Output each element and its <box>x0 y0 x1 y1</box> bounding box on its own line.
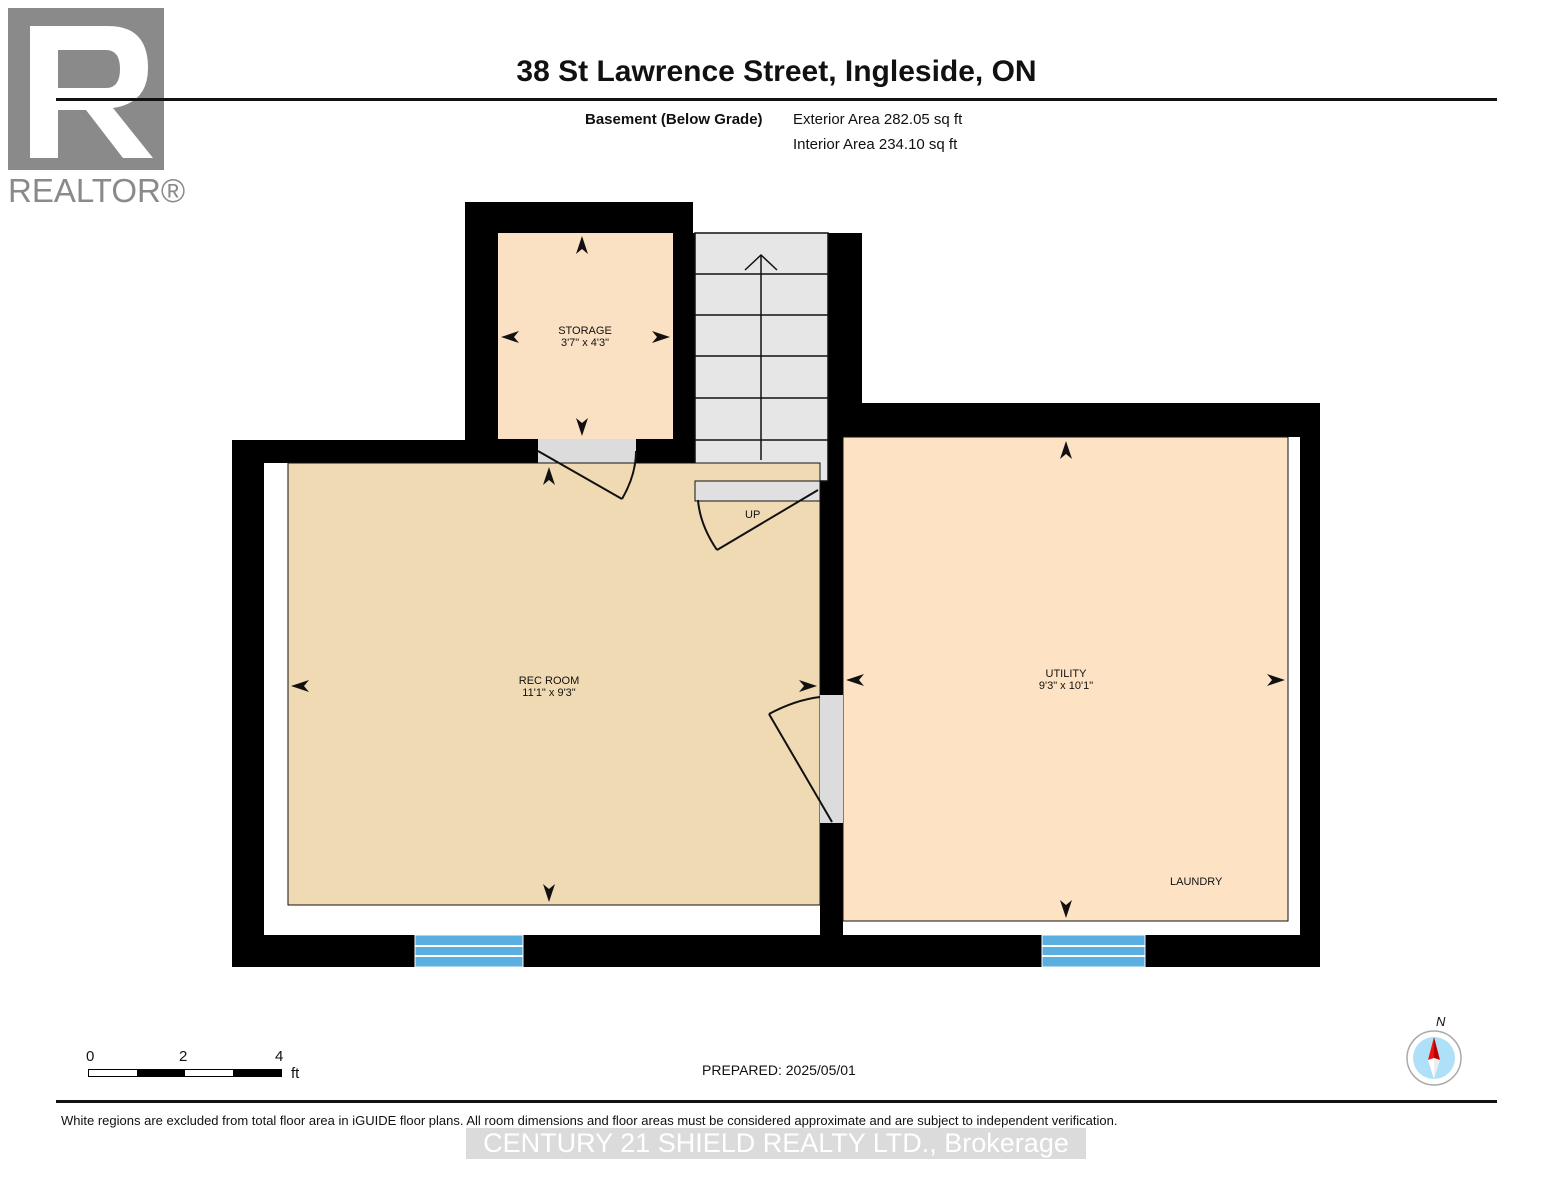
floor-label: Basement (Below Grade) <box>585 111 763 128</box>
stairs-up-label: UP <box>745 509 761 521</box>
room-name: REC ROOM <box>518 675 580 687</box>
compass-label: N <box>1436 1014 1446 1029</box>
windows <box>414 934 1146 968</box>
scale-unit: ft <box>291 1065 300 1082</box>
dimension-arrows <box>291 236 1285 918</box>
utility-door-opening <box>820 695 843 823</box>
brokerage-watermark: CENTURY 21 SHIELD REALTY LTD., Brokerage <box>466 1128 1086 1159</box>
realtor-r-icon <box>30 26 153 158</box>
window <box>414 934 524 968</box>
footer-divider <box>56 1100 1497 1103</box>
scale-tick: 0 <box>86 1048 95 1065</box>
scale-bar: 0 2 4 ft <box>86 1048 316 1088</box>
room-dims: 11'1" x 9'3" <box>522 687 576 699</box>
disclaimer: White regions are excluded from total fl… <box>61 1113 1118 1128</box>
room-dims: 9'3" x 10'1" <box>1038 680 1094 692</box>
realtor-logo <box>8 8 164 170</box>
scale-tick: 4 <box>275 1048 284 1065</box>
utility-room <box>842 436 1289 922</box>
rec-room <box>287 462 821 906</box>
window <box>1041 934 1146 968</box>
laundry-label: LAUNDRY <box>1170 876 1223 888</box>
storage-door-opening <box>538 439 636 463</box>
door-swings <box>537 450 833 823</box>
compass-icon <box>1406 1030 1462 1086</box>
room-dims: 3'7" x 4'3" <box>560 337 610 349</box>
storage-room <box>498 233 673 439</box>
header-divider <box>56 98 1497 101</box>
room-name: UTILITY <box>1045 668 1087 680</box>
exterior-area: Exterior Area 282.05 sq ft <box>793 111 963 128</box>
page-title: 38 St Lawrence Street, Ingleside, ON <box>516 55 1037 88</box>
floor-plan-drawing <box>232 202 1320 968</box>
prepared-date: PREPARED: 2025/05/01 <box>702 1062 856 1078</box>
interior-area: Interior Area 234.10 sq ft <box>793 136 958 153</box>
room-name: STORAGE <box>558 325 612 337</box>
realtor-logo-text: REALTOR® <box>8 172 186 209</box>
scale-tick: 2 <box>179 1048 188 1065</box>
